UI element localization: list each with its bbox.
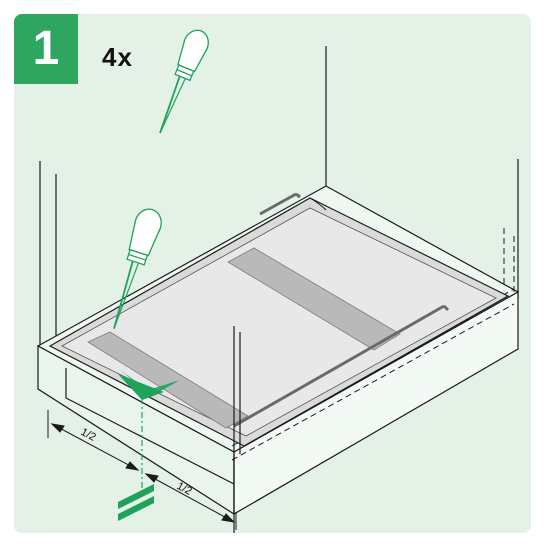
awl-icon	[113, 208, 162, 329]
assembly-illustration: 1/2 1/2	[36, 29, 520, 533]
equal-sign-icon	[118, 484, 154, 521]
awl-icon	[159, 29, 209, 134]
cabinet-back-walls	[39, 46, 519, 354]
center-arrow-icon	[118, 370, 180, 494]
tape-strips	[87, 192, 450, 429]
dimension-label-left: 1/2	[79, 426, 98, 444]
quantity-label: 4x	[102, 42, 133, 72]
cabinet-front-walls	[233, 326, 241, 533]
dimension-lines	[47, 410, 237, 530]
instruction-panel: 1 4x	[14, 14, 531, 533]
step-number-badge: 1	[14, 14, 78, 84]
